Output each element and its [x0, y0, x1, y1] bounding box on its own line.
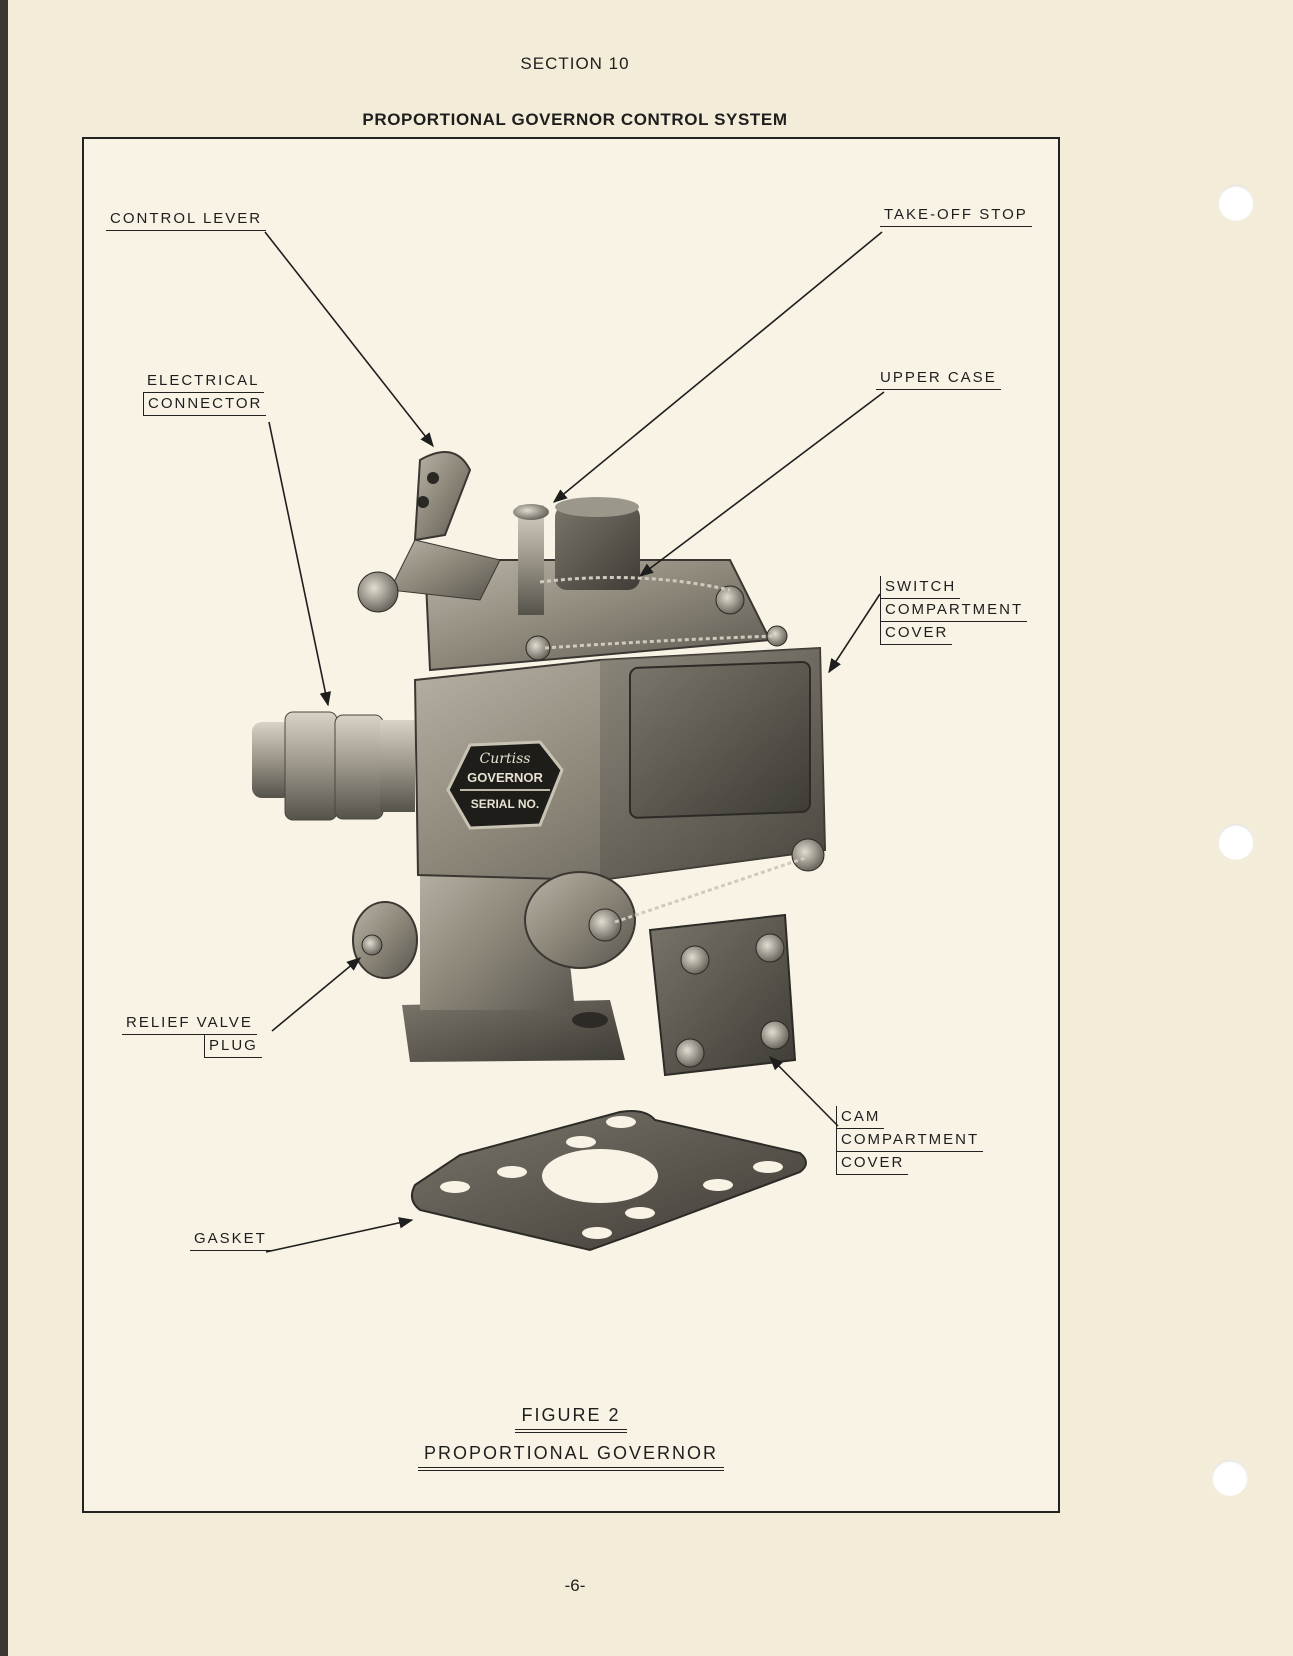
- lever-hole-2: [417, 496, 429, 508]
- relief-valve-boss: [352, 901, 418, 979]
- callout-control-lever: CONTROL LEVER: [106, 208, 267, 231]
- safety-wire-top: [539, 576, 731, 592]
- takeoff-stop-screw: [518, 505, 544, 615]
- binder-hole-top: [1218, 185, 1254, 221]
- callout-relief-valve-plug: RELIEF VALVE PLUG: [122, 1012, 262, 1058]
- base-flange: [402, 1000, 625, 1062]
- leader-upper-case: [638, 391, 885, 577]
- gasket-hole: [753, 1161, 783, 1173]
- lever-nut: [357, 571, 399, 613]
- callout-gasket: GASKET: [190, 1228, 271, 1251]
- page-number: -6-: [564, 1576, 586, 1595]
- hinge-boss: [524, 871, 636, 969]
- safety-wire-front: [544, 634, 776, 650]
- hinge-screw: [588, 908, 622, 942]
- leader-cam-cover: [768, 1055, 839, 1127]
- figure-number: FIGURE 2: [82, 1405, 1060, 1433]
- leader-electrical-connector: [268, 421, 331, 707]
- leader-switch-cover: [828, 593, 881, 674]
- upper-screw-corner: [766, 625, 788, 647]
- gasket-center-hole: [542, 1149, 658, 1203]
- connector-knurl-2: [334, 714, 384, 820]
- nameplate: [446, 740, 564, 830]
- leader-lines: [264, 231, 885, 1253]
- nameplate-governor: GOVERNOR: [467, 770, 543, 785]
- callout-takeoff-stop: TAKE-OFF STOP: [880, 204, 1032, 227]
- callout-upper-case: UPPER CASE: [876, 367, 1001, 390]
- callout-cam-compartment-cover: CAM COMPARTMENT COVER: [836, 1106, 984, 1175]
- binder-hole-middle: [1218, 824, 1254, 860]
- figure-caption: PROPORTIONAL GOVERNOR: [82, 1443, 1060, 1471]
- relief-valve-plug-screw: [361, 934, 383, 956]
- nameplate-brand: Curtiss: [480, 751, 531, 767]
- callout-electrical-connector: ELECTRICAL CONNECTOR: [143, 370, 267, 416]
- cam-screw-tl: [680, 945, 710, 975]
- leader-takeoff-stop: [552, 231, 883, 503]
- lever-hole-1: [427, 472, 439, 484]
- cover-screw-right: [791, 838, 825, 872]
- switch-cover-plate: [629, 660, 811, 819]
- upper-screw-right: [715, 585, 745, 615]
- leader-control-lever: [264, 231, 434, 448]
- connector-body: [380, 720, 415, 812]
- cam-screw-tr: [755, 933, 785, 963]
- safety-wire-side: [614, 856, 806, 924]
- gasket-hole: [582, 1227, 612, 1239]
- cam-screw-br: [760, 1020, 790, 1050]
- lever-hub: [389, 539, 501, 601]
- gasket-hole: [440, 1181, 470, 1193]
- upper-dome: [555, 505, 640, 590]
- callout-switch-compartment-cover: SWITCH COMPARTMENT COVER: [880, 576, 1028, 645]
- gasket-hole: [703, 1179, 733, 1191]
- page-edge: [0, 0, 8, 1656]
- upper-screw-front: [525, 635, 551, 661]
- section-heading: SECTION 10: [520, 54, 630, 73]
- leader-relief-valve: [271, 957, 362, 1032]
- gasket-hole: [625, 1207, 655, 1219]
- takeoff-stop-head: [513, 504, 549, 520]
- gasket-hole: [497, 1166, 527, 1178]
- gasket-hole: [606, 1116, 636, 1128]
- document-title: PROPORTIONAL GOVERNOR CONTROL SYSTEM: [362, 110, 788, 129]
- gasket-hole: [566, 1136, 596, 1148]
- leader-gasket: [265, 1217, 414, 1253]
- connector-knurl-1: [284, 711, 338, 821]
- cam-screw-bl: [675, 1038, 705, 1068]
- connector-end: [252, 722, 292, 798]
- flange-hole: [572, 1012, 608, 1028]
- control-lever-arm: [413, 451, 472, 542]
- upper-dome-top: [555, 497, 639, 517]
- nameplate-serial: SERIAL NO.: [471, 797, 539, 811]
- binder-hole-bottom: [1212, 1460, 1248, 1496]
